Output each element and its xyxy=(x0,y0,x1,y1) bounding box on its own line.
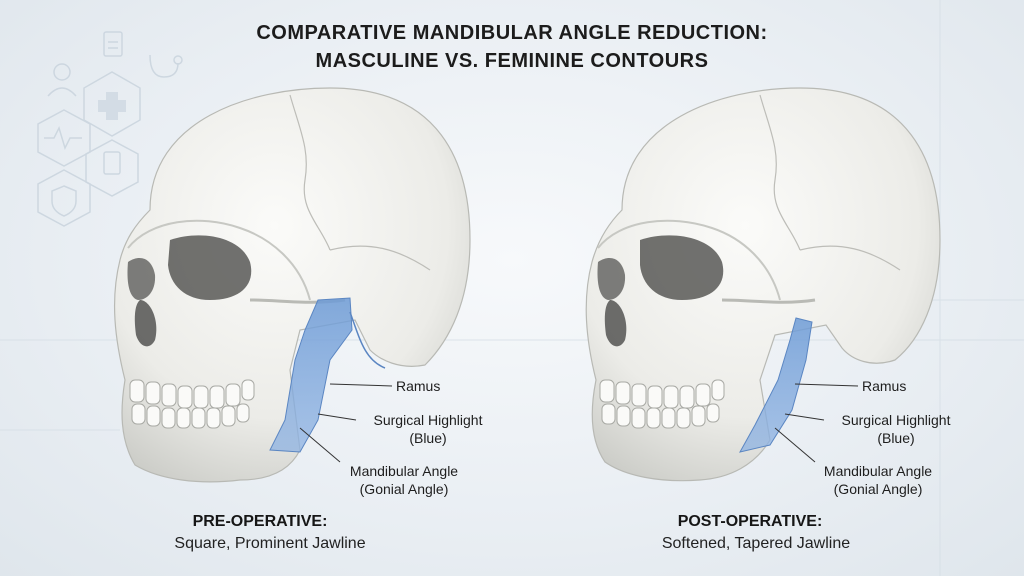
caption-sub-pre: Square, Prominent Jawline xyxy=(174,535,366,552)
skull-pre-operative xyxy=(113,87,471,483)
leader-highlight-post xyxy=(784,413,825,421)
caption-heading-post: POST-OPERATIVE: xyxy=(677,513,823,530)
label-angle-post: Mandibular Angle (Gonial Angle) xyxy=(808,462,948,498)
label-highlight-pre-line2: (Blue) xyxy=(409,430,447,446)
medical-cross-icon xyxy=(83,71,141,137)
shield-cross-icon xyxy=(37,169,91,227)
label-ramus-pre: Ramus xyxy=(396,378,441,394)
label-highlight-post-line1: Surgical Highlight xyxy=(841,412,951,428)
orbit-left-skull xyxy=(168,235,252,300)
label-angle-post-line2: (Gonial Angle) xyxy=(833,481,923,497)
document-icon xyxy=(85,139,139,197)
stethoscope-icon xyxy=(149,54,183,78)
leader-ramus-pre xyxy=(329,383,393,387)
leader-ramus-post xyxy=(794,383,859,387)
surgical-highlight-pre xyxy=(269,297,353,453)
title-line-2: MASCULINE VS. FEMININE CONTOURS xyxy=(315,50,709,72)
heartbeat-icon xyxy=(37,109,91,167)
label-highlight-pre-line1: Surgical Highlight xyxy=(373,412,483,428)
title-line-1: COMPARATIVE MANDIBULAR ANGLE REDUCTION: xyxy=(256,22,768,44)
clipboard-icon xyxy=(103,31,123,57)
label-highlight-post: Surgical Highlight (Blue) xyxy=(826,411,966,447)
caption-sub-post: Softened, Tapered Jawline xyxy=(661,535,851,552)
label-angle-pre-line1: Mandibular Angle xyxy=(349,463,459,479)
surgical-highlight-post xyxy=(739,317,813,453)
doctor-icon xyxy=(47,63,77,97)
label-angle-post-line1: Mandibular Angle xyxy=(823,463,933,479)
label-highlight-post-line2: (Blue) xyxy=(877,430,915,446)
caption-heading-pre: PRE-OPERATIVE: xyxy=(192,513,328,530)
skull-post-operative xyxy=(585,87,941,482)
leader-highlight-pre xyxy=(317,413,357,421)
label-angle-pre: Mandibular Angle (Gonial Angle) xyxy=(334,462,474,498)
label-ramus-post: Ramus xyxy=(862,378,907,394)
leader-angle-post xyxy=(774,427,816,463)
label-highlight-pre: Surgical Highlight (Blue) xyxy=(358,411,498,447)
leader-angle-pre xyxy=(299,427,341,463)
label-angle-pre-line2: (Gonial Angle) xyxy=(359,481,449,497)
